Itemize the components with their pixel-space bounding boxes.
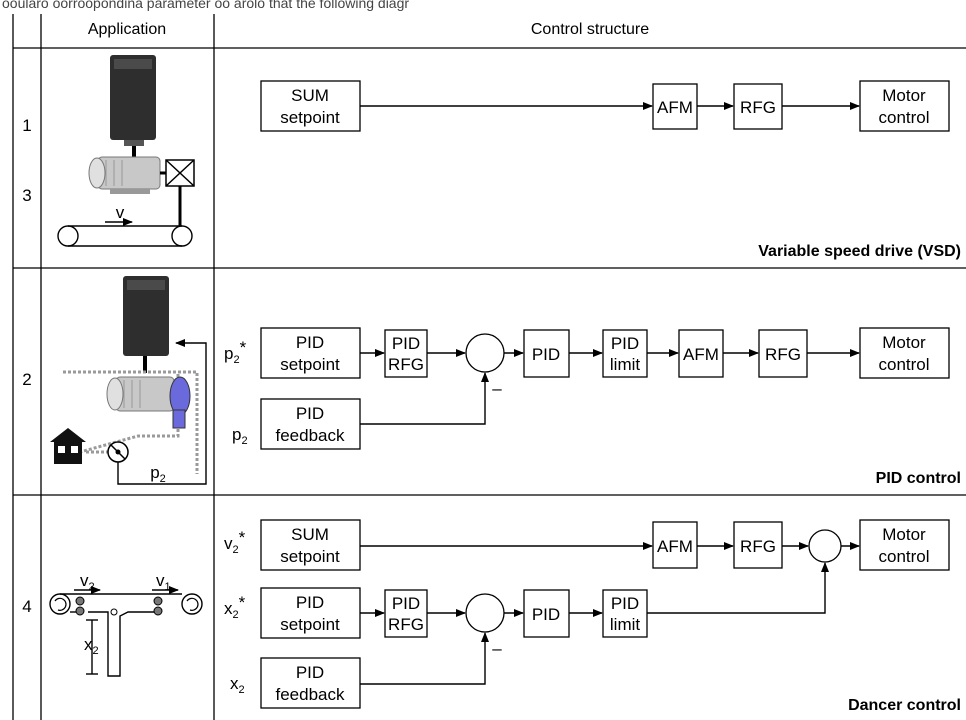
svg-text:AFM: AFM: [657, 98, 693, 117]
svg-text:limit: limit: [610, 355, 640, 374]
vsd-control-structure: SUM setpoint AFM RFG Motor control Varia…: [260, 80, 961, 260]
summing-junction: [465, 333, 505, 373]
row-number-2: 2: [22, 370, 31, 389]
pid-control-structure: p2* p2 PID setpoint PID RFG PID PID limi…: [224, 327, 961, 487]
motor-control-block: Motor control: [859, 519, 950, 571]
dancer-control-structure: v2* x2* x2 SUM setpoint AFM RFG Motor co…: [224, 519, 961, 714]
svg-text:setpoint: setpoint: [280, 355, 340, 374]
inverter-icon: [110, 55, 156, 146]
svg-text:setpoint: setpoint: [280, 615, 340, 634]
dancer-caption: Dancer control: [848, 697, 961, 714]
intro-text: ooularo oorroopondina parameter oo arolo…: [2, 0, 409, 11]
motor-control-block: Motor control: [859, 327, 950, 379]
house-icon: [50, 428, 86, 464]
p2-feedback-label: p2: [232, 425, 248, 447]
summing-junction-speed: [808, 529, 842, 563]
pid-application-illustration: p2: [50, 276, 207, 485]
svg-text:RFG: RFG: [740, 98, 776, 117]
svg-text:PID: PID: [532, 345, 560, 364]
speed-label: v: [116, 203, 125, 222]
pid-caption: PID control: [876, 470, 961, 487]
x2-feedback-label: x2: [230, 674, 245, 696]
x2-label: x2: [84, 635, 99, 657]
pid-rfg-block: PID RFG: [384, 589, 428, 638]
svg-text:SUM: SUM: [291, 525, 329, 544]
svg-text:PID: PID: [296, 593, 324, 612]
p2-setpoint-label: p2*: [224, 338, 247, 366]
svg-text:PID: PID: [611, 334, 639, 353]
svg-text:Motor: Motor: [882, 333, 926, 352]
svg-text:setpoint: setpoint: [280, 108, 340, 127]
afm-block: AFM: [678, 329, 724, 378]
pid-feedback-block: PID feedback: [260, 398, 361, 450]
inverter-icon: [123, 276, 169, 356]
v1-label: v1: [156, 571, 171, 593]
x2-setpoint-label: x2*: [224, 593, 246, 621]
minus-sign: –: [492, 639, 502, 658]
pid-block: PID: [523, 589, 570, 638]
svg-text:control: control: [878, 355, 929, 374]
motor-icon: [88, 156, 166, 194]
svg-text:SUM: SUM: [291, 86, 329, 105]
svg-text:RFG: RFG: [765, 345, 801, 364]
conveyor-icon: [57, 225, 193, 247]
svg-text:RFG: RFG: [388, 615, 424, 634]
pid-feedback-block: PID feedback: [260, 657, 361, 709]
gearbox-icon: [165, 159, 195, 187]
svg-text:setpoint: setpoint: [280, 547, 340, 566]
rfg-block: RFG: [733, 521, 783, 569]
row-number-1: 1: [22, 116, 31, 135]
pid-limit-block: PID limit: [602, 329, 648, 378]
afm-block: AFM: [652, 521, 698, 569]
svg-text:RFG: RFG: [388, 355, 424, 374]
svg-text:PID: PID: [296, 333, 324, 352]
v2-setpoint-label: v2*: [224, 528, 246, 556]
afm-block: AFM: [652, 83, 698, 130]
svg-text:control: control: [878, 108, 929, 127]
svg-text:PID: PID: [296, 404, 324, 423]
table-grid: [12, 14, 966, 720]
sum-setpoint-block: SUM setpoint: [260, 519, 361, 571]
svg-text:limit: limit: [610, 615, 640, 634]
svg-text:RFG: RFG: [740, 537, 776, 556]
dancer-roller-icon: v2 v1 x2: [49, 571, 203, 677]
svg-text:feedback: feedback: [276, 685, 345, 704]
row-number-3: 3: [22, 186, 31, 205]
pressure-sensor-icon: [107, 441, 129, 463]
svg-text:PID: PID: [532, 605, 560, 624]
svg-text:Motor: Motor: [882, 86, 926, 105]
summing-junction-position: [465, 593, 505, 633]
svg-text:control: control: [878, 547, 929, 566]
minus-sign: –: [492, 379, 502, 398]
svg-text:PID: PID: [392, 594, 420, 613]
sum-setpoint-block: SUM setpoint: [260, 80, 361, 132]
svg-text:PID: PID: [611, 594, 639, 613]
svg-text:feedback: feedback: [276, 426, 345, 445]
svg-text:PID: PID: [296, 663, 324, 682]
svg-text:AFM: AFM: [683, 345, 719, 364]
motor-control-block: Motor control: [859, 80, 950, 132]
header-control-structure: Control structure: [531, 21, 649, 38]
pid-block: PID: [523, 329, 570, 378]
svg-text:AFM: AFM: [657, 537, 693, 556]
v2-label: v2: [80, 571, 95, 593]
row-number-4: 4: [22, 597, 31, 616]
pressure-label: p2: [150, 463, 166, 485]
motor-icon: [106, 376, 175, 412]
pid-rfg-block: PID RFG: [384, 329, 428, 378]
vsd-application-illustration: v: [57, 55, 195, 247]
svg-text:Motor: Motor: [882, 525, 926, 544]
vsd-caption: Variable speed drive (VSD): [758, 243, 961, 260]
rfg-block: RFG: [758, 329, 808, 378]
header-application: Application: [88, 21, 166, 38]
pid-setpoint-block: PID setpoint: [260, 327, 361, 379]
svg-text:PID: PID: [392, 334, 420, 353]
rfg-block: RFG: [733, 83, 783, 130]
pid-limit-block: PID limit: [602, 589, 648, 638]
pid-setpoint-block: PID setpoint: [260, 587, 361, 639]
pump-icon: [169, 376, 191, 429]
